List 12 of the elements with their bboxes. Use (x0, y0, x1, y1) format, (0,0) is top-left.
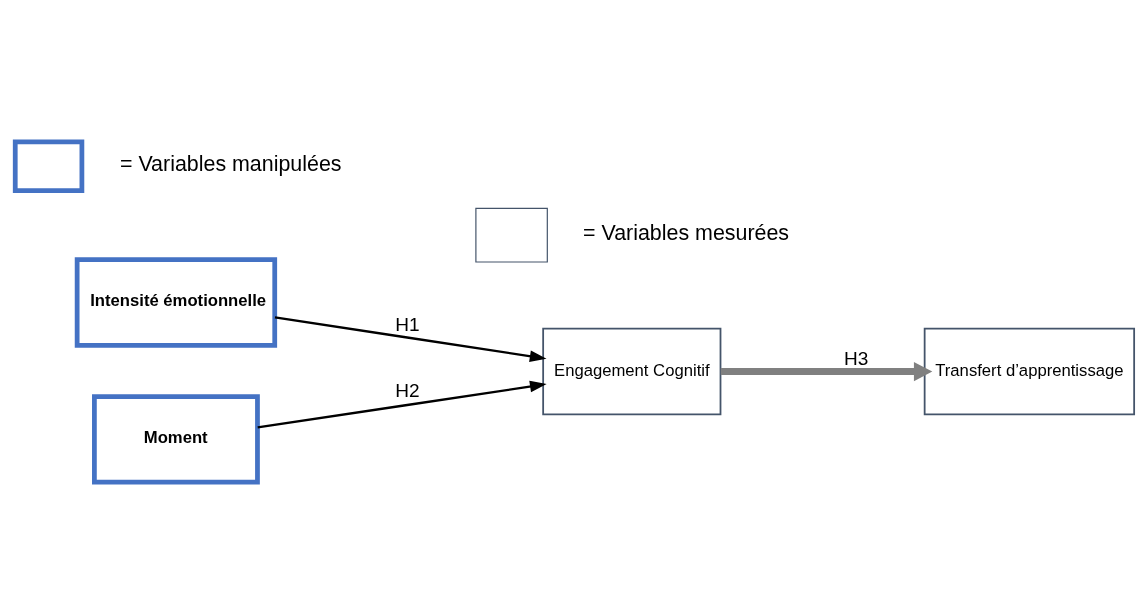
node-box: Transfert d’apprentissage (923, 327, 1136, 416)
node-box: Intensité émotionnelle (74, 257, 278, 348)
edge-label: H3 (844, 348, 869, 370)
legend-label: = Variables manipulées (119, 152, 342, 177)
node-box: Moment (92, 394, 260, 485)
arrow (274, 316, 547, 362)
arrow (720, 361, 933, 382)
legend-label: = Variables mesurées (583, 221, 790, 246)
edge-label: H2 (395, 380, 420, 402)
arrow (257, 380, 547, 429)
node-box: Engagement Cognitif (542, 327, 722, 416)
edge-label: H1 (395, 313, 420, 335)
